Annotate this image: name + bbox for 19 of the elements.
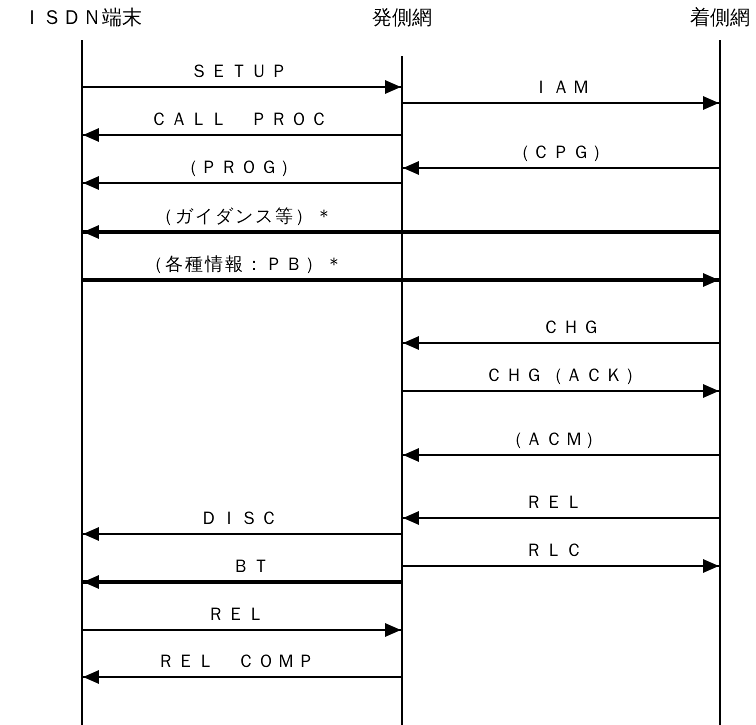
- arrow: [83, 623, 401, 637]
- participant-label: 着側網: [690, 6, 750, 30]
- arrow: [403, 336, 719, 350]
- arrow: [403, 384, 719, 398]
- arrow: [83, 273, 719, 287]
- arrow: [83, 176, 401, 190]
- arrow: [403, 96, 719, 110]
- arrow: [83, 128, 401, 142]
- arrow: [83, 225, 719, 239]
- arrow: [403, 161, 719, 175]
- arrow: [83, 575, 401, 589]
- arrow: [403, 511, 719, 525]
- arrow: [403, 448, 719, 462]
- participant-label: ＩＳＤＮ端末: [22, 6, 142, 30]
- arrow: [83, 527, 401, 541]
- arrow: [83, 670, 401, 684]
- arrow: [83, 80, 401, 94]
- arrow: [403, 559, 719, 573]
- participant-label: 発側網: [372, 6, 432, 30]
